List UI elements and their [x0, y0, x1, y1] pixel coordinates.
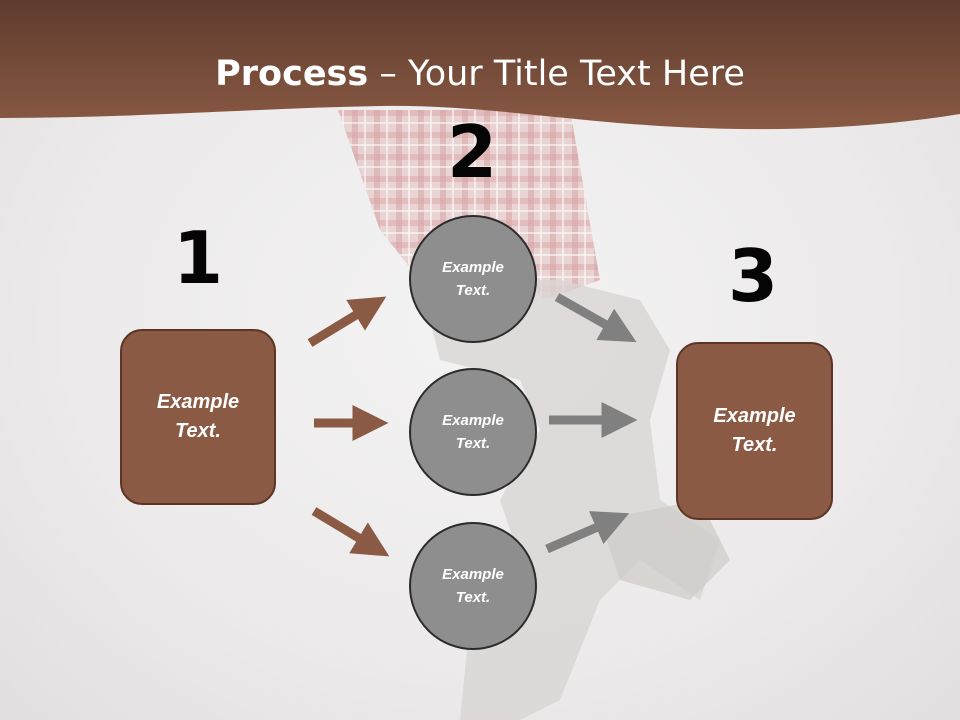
right-box-text: Example Text. [713, 405, 796, 456]
title-separator: – [368, 54, 408, 94]
arrow-left-upper [307, 296, 387, 347]
circle-top: Example Text. [409, 215, 537, 343]
arrow-right-lower [545, 511, 630, 554]
step-number-1: 1 [172, 216, 224, 300]
title-strong: Process [215, 54, 369, 94]
arrow-left-lower [311, 507, 390, 557]
page-title: Process – Your Title Text Here [0, 52, 960, 96]
header-band [0, 0, 960, 130]
arrow-right-upper [554, 293, 637, 343]
step-number-2: 2 [446, 110, 498, 194]
circle-bottom-text: Example Text. [442, 566, 504, 606]
right-box: Example Text. [676, 342, 833, 520]
circle-middle: Example Text. [409, 368, 537, 496]
circle-top-text: Example Text. [442, 259, 504, 299]
left-box: Example Text. [120, 329, 276, 505]
left-box-text: Example Text. [156, 391, 240, 442]
circle-bottom: Example Text. [409, 522, 537, 650]
title-rest: Your Title Text Here [407, 54, 745, 94]
circle-middle-text: Example Text. [442, 412, 504, 452]
step-number-3: 3 [727, 234, 779, 318]
